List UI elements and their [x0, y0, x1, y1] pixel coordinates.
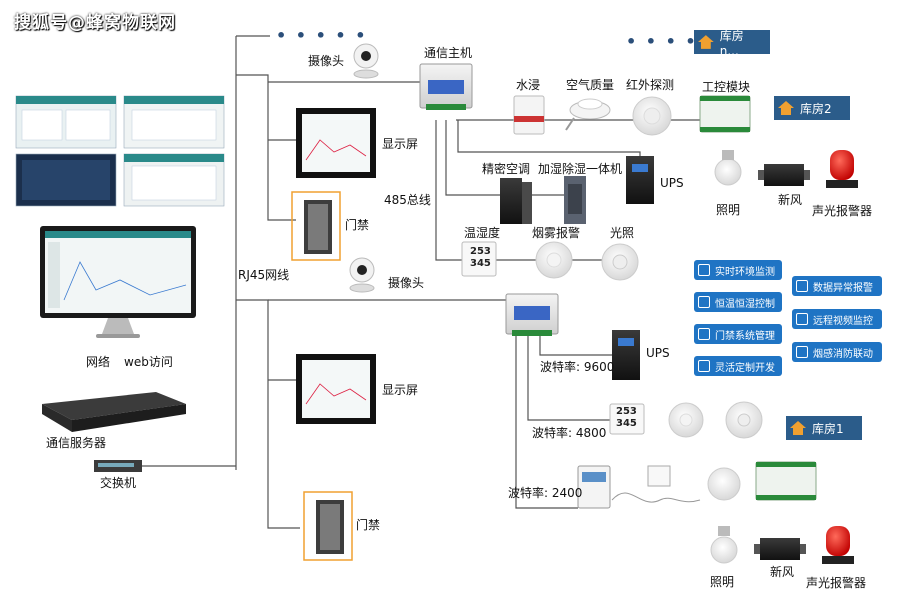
- house-icon: [778, 101, 794, 115]
- bus485-label: 485总线: [384, 193, 431, 207]
- th-reading-2: 345: [470, 258, 491, 269]
- lighting-top-label: 照明: [716, 203, 741, 217]
- alarm-top: [826, 150, 858, 188]
- camera-mid-label: 摄像头: [388, 276, 425, 290]
- code-icon: [698, 360, 710, 372]
- fresh-air-top-label: 新风: [778, 193, 803, 207]
- ups-mid-label: UPS: [646, 346, 670, 360]
- temp-humidity-sensor-top: [461, 241, 497, 277]
- door-top: [291, 191, 341, 261]
- lighting-bottom: [710, 526, 738, 564]
- web-access-label: web访问: [124, 355, 173, 369]
- infrared-sensor-bottom: [707, 467, 741, 501]
- th-reading-1: 253: [470, 246, 491, 257]
- ups-top: [626, 156, 654, 204]
- th-reading-4: 345: [616, 418, 637, 429]
- infrared-label: 红外探测: [626, 78, 675, 92]
- room-n-label: 库房n...: [719, 28, 744, 58]
- camera-mid: [349, 257, 375, 293]
- precision-ac: [500, 178, 532, 224]
- alarm-bottom-label: 声光报警器: [806, 576, 867, 590]
- door-bottom-label: 门禁: [356, 518, 381, 532]
- air-quality-label: 空气质量: [566, 78, 615, 92]
- feature-realtime-monitoring: 实时环境监测: [694, 260, 782, 280]
- meter-module: [577, 465, 611, 509]
- smoke-label: 烟雾报警: [532, 226, 581, 240]
- lighting-top: [714, 150, 742, 186]
- feature-door-management: 门禁系统管理: [694, 324, 782, 344]
- fresh-air-top: [758, 164, 810, 186]
- feature-temp-humidity-control: 恒温恒湿控制: [694, 292, 782, 312]
- control-module-top: [699, 95, 751, 133]
- room-badge-n: 库房n...: [694, 29, 770, 58]
- smoke-sensor-top: [535, 241, 573, 279]
- feature-smoke-fire-linkage: 烟感消防联动: [792, 342, 882, 362]
- light-label: 光照: [610, 226, 635, 240]
- precision-ac-label: 精密空调: [482, 162, 531, 176]
- baud-2400-label: 波特率: 2400: [508, 486, 583, 500]
- lighting-bottom-label: 照明: [710, 575, 735, 589]
- feature-custom-development: 灵活定制开发: [694, 356, 782, 376]
- humidifier: [564, 176, 586, 224]
- dashboard-thumbnails: [15, 95, 225, 207]
- comm-host-bottom: [505, 293, 559, 336]
- door-bottom: [303, 491, 353, 561]
- control-module-label: 工控模块: [702, 80, 751, 94]
- more-dots-left: • • • • •: [276, 26, 368, 45]
- ups-mid: [612, 330, 640, 380]
- comm-host-top: [419, 63, 473, 110]
- server: [42, 392, 186, 432]
- air-quality-sensor: [565, 98, 611, 131]
- network-label: 网络: [86, 355, 111, 369]
- light-sensor-mid: [725, 401, 763, 439]
- temp-humidity-label: 温湿度: [464, 226, 501, 240]
- display-top: [296, 108, 376, 178]
- display-bottom-label: 显示屏: [382, 383, 419, 397]
- room-1-label: 库房1: [812, 421, 844, 436]
- door-icon: [698, 328, 710, 340]
- light-sensor-top: [601, 243, 639, 281]
- switch-label: 交换机: [100, 476, 137, 490]
- bell-icon: [796, 280, 808, 292]
- house-icon: [698, 35, 714, 49]
- server-label: 通信服务器: [46, 436, 107, 450]
- display-bottom: [296, 354, 376, 424]
- fresh-air-bottom-label: 新风: [770, 565, 795, 579]
- ups-top-label: UPS: [660, 176, 684, 190]
- smoke-sensor-mid: [668, 402, 704, 438]
- baud-4800-label: 波特率: 4800: [532, 426, 607, 440]
- link-icon: [796, 346, 808, 358]
- feature-remote-video: 远程视频监控: [792, 309, 882, 329]
- switch: [94, 460, 142, 472]
- water-label: 水浸: [516, 78, 541, 92]
- sensor-cables: [611, 465, 701, 503]
- room-2-label: 库房2: [800, 101, 832, 116]
- th-reading-3: 253: [616, 406, 637, 417]
- display-top-label: 显示屏: [382, 137, 419, 151]
- camera-icon: [796, 313, 808, 325]
- water-sensor: [513, 95, 545, 135]
- door-top-label: 门禁: [345, 218, 370, 232]
- house-icon: [790, 421, 806, 435]
- humidifier-label: 加湿除湿一体机: [538, 162, 623, 176]
- room-badge-1: 库房1: [786, 416, 862, 440]
- alarm-top-label: 声光报警器: [812, 204, 873, 218]
- host-label: 通信主机: [424, 46, 473, 60]
- watermark: 搜狐号@蜂窝物联网: [14, 13, 176, 33]
- room-badge-2: 库房2: [774, 96, 850, 120]
- camera-top: [353, 43, 379, 79]
- sliders-icon: [698, 296, 710, 308]
- feature-data-alarm: 数据异常报警: [792, 276, 882, 296]
- monitor: [40, 226, 196, 338]
- monitor-icon: [698, 264, 710, 276]
- camera-top-label: 摄像头: [308, 54, 345, 68]
- alarm-bottom: [822, 526, 854, 564]
- infrared-sensor: [632, 96, 672, 136]
- baud-9600-label: 波特率: 9600: [540, 360, 615, 374]
- temp-humidity-sensor-mid: [609, 403, 645, 435]
- fresh-air-bottom: [754, 538, 806, 560]
- control-module-bottom: [755, 461, 817, 501]
- rj45-label: RJ45网线: [238, 268, 290, 282]
